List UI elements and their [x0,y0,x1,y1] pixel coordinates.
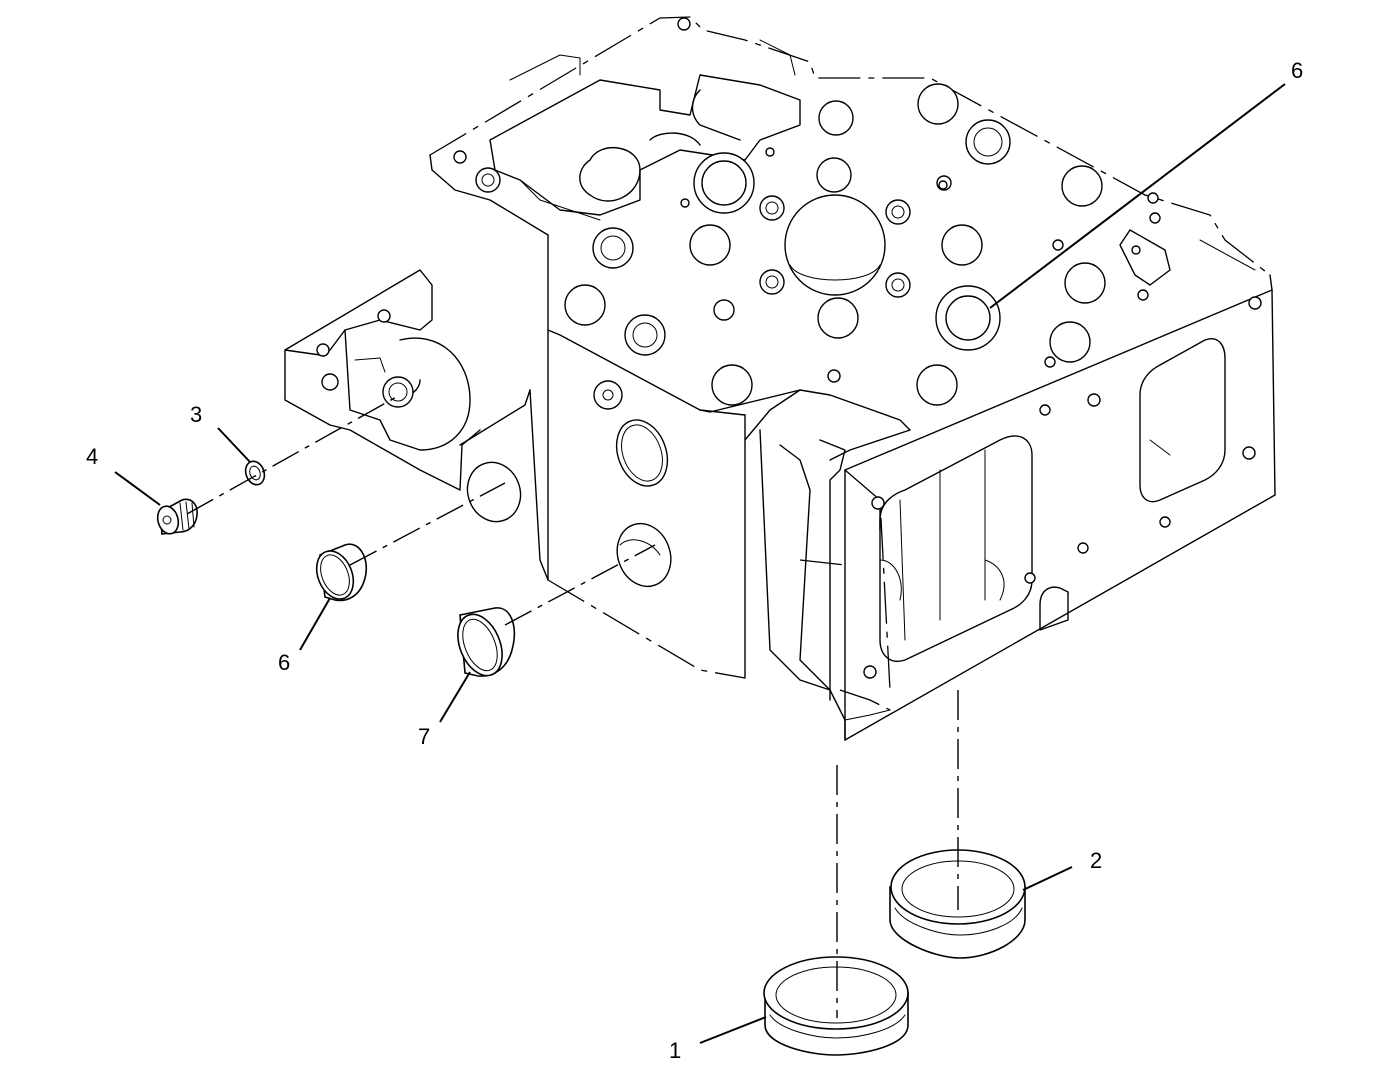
part-valve-seat-insert-1 [763,956,909,1056]
callout-1: 1 [669,1038,681,1063]
callout-6-left: 6 [278,650,290,675]
part-plug [156,498,198,535]
part-cup-plug-7 [457,607,516,677]
callout-4: 4 [86,444,98,469]
part-o-ring [244,460,266,486]
callout-3: 3 [190,402,202,427]
part-cup-plug-6 [315,543,367,602]
callout-7: 7 [418,724,430,749]
callout-6-top: 6 [1291,58,1303,83]
assembly-centerlines [186,394,959,1018]
cylinder-head [284,16,1276,741]
callout-2: 2 [1090,848,1102,873]
leader-lines [114,83,1286,1044]
